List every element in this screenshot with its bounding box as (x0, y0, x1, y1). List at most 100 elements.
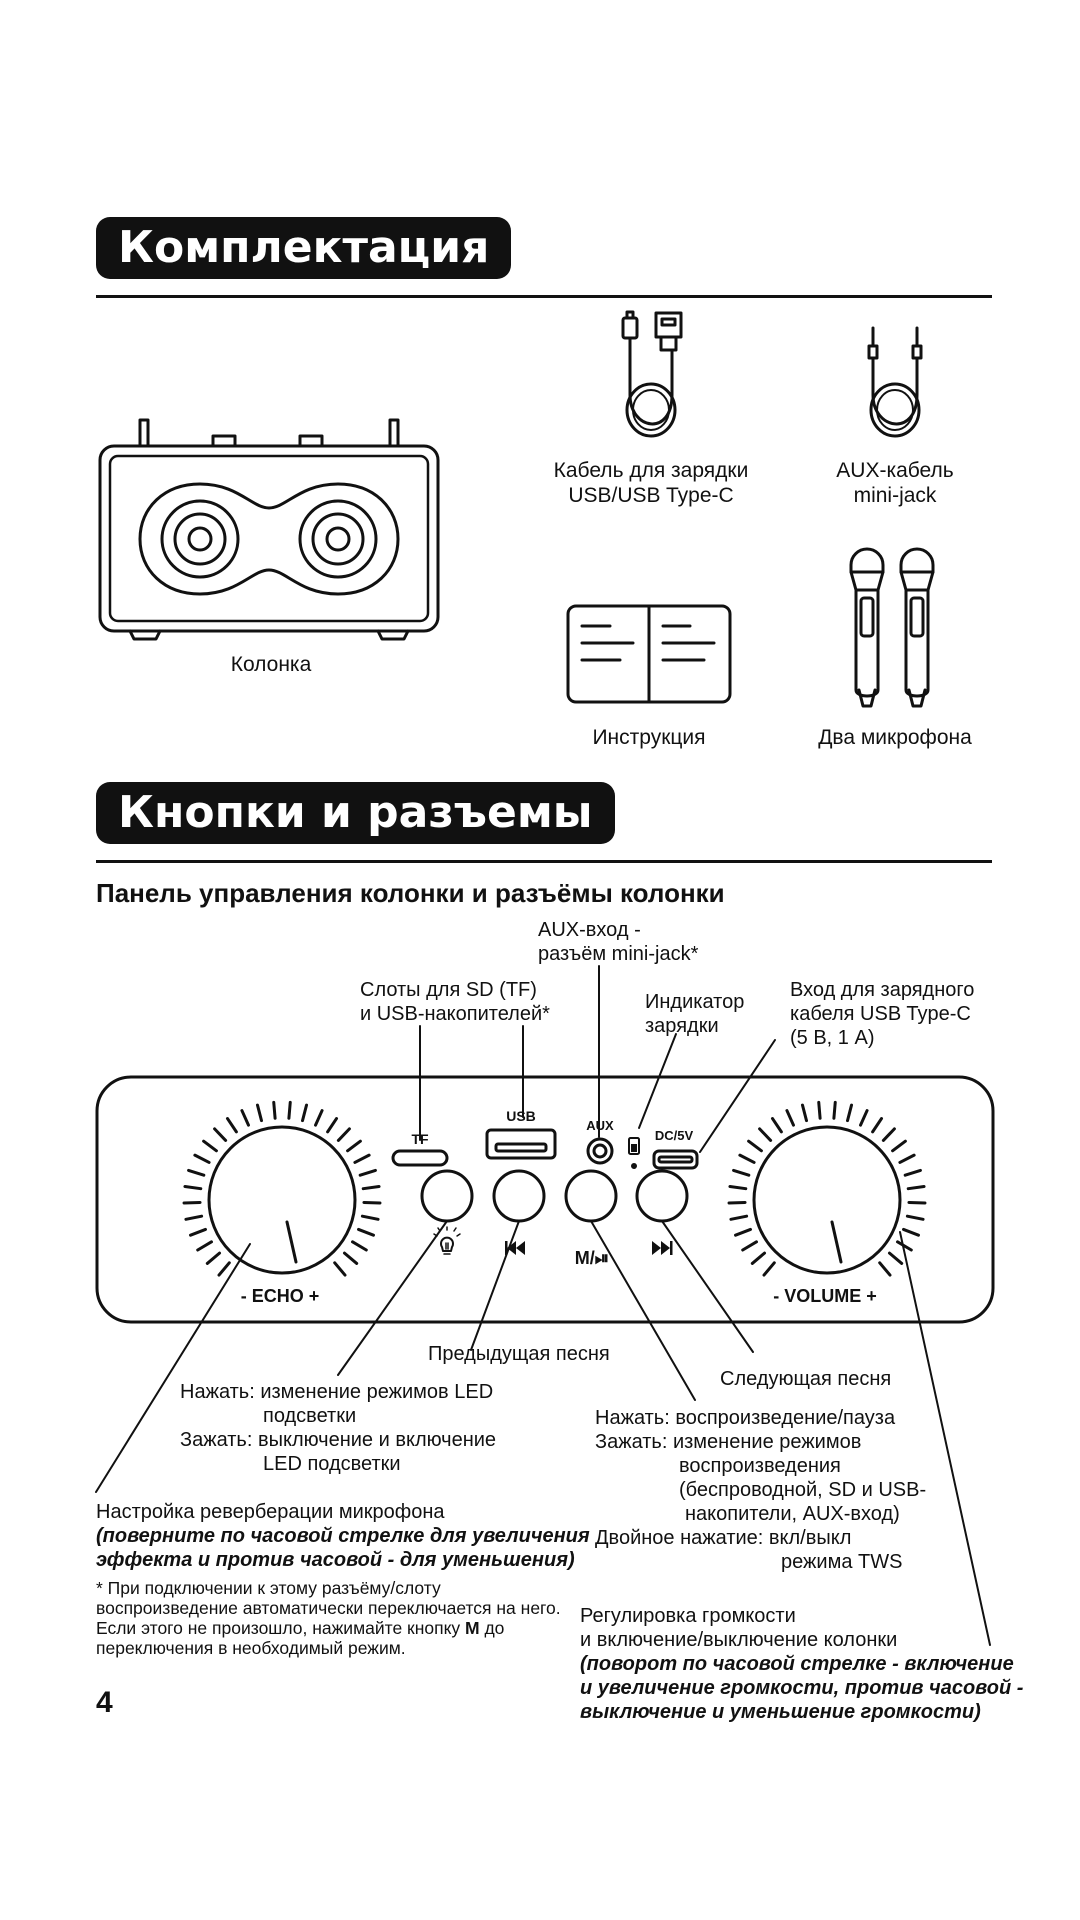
volume-knob (752, 1125, 902, 1275)
knob-tick (906, 1184, 926, 1191)
knob-tick (240, 1109, 250, 1127)
led-button (420, 1169, 474, 1223)
battery-icon (628, 1137, 640, 1155)
knob-tick (213, 1127, 228, 1142)
prev-button (492, 1169, 546, 1223)
knob-tick (361, 1184, 381, 1191)
knob-tick (193, 1153, 211, 1164)
echo-knob (207, 1125, 357, 1275)
tf-slot (391, 1149, 449, 1167)
volume-knob-indicator (830, 1220, 843, 1264)
callout-echo-note: (поверните по часовой стрелке для увелич… (96, 1525, 590, 1571)
caption-aux-cable: AUX-кабель mini-jack (836, 459, 954, 507)
microphones-illustration (849, 547, 935, 708)
knob-tick (859, 1109, 869, 1127)
knob-tick (225, 1117, 238, 1134)
knob-tick (903, 1168, 922, 1177)
knob-tick (729, 1214, 749, 1221)
battery-icon-fill (631, 1144, 637, 1152)
knob-tick (255, 1103, 263, 1123)
knob-tick (360, 1214, 380, 1221)
caption-speaker: Колонка (230, 653, 312, 676)
knob-tick (762, 1261, 776, 1277)
knob-tick (357, 1227, 375, 1237)
knob-tick (738, 1153, 756, 1164)
knob-tick (287, 1100, 292, 1120)
knob-tick (741, 1240, 758, 1252)
knob-tick (747, 1139, 763, 1153)
knob-tick (333, 1261, 347, 1277)
callout-volume: Регулировка громкости и включение/выключ… (580, 1605, 898, 1651)
speaker-illustration (98, 418, 440, 641)
play-label: M/⏯ (575, 1248, 609, 1268)
caption-usb-cable: Кабель для зарядки USB/USB Type-C (553, 459, 749, 507)
knob-tick (832, 1100, 837, 1120)
knob-tick (346, 1139, 362, 1153)
callout-prev-song: Предыдущая песня (428, 1343, 610, 1365)
knob-tick (326, 1117, 339, 1134)
callout-echo: Настройка реверберации микрофона (96, 1501, 445, 1523)
knob-tick (887, 1251, 904, 1265)
knob-tick (770, 1117, 783, 1134)
panel-subtitle: Панель управления колонки и разъёмы коло… (96, 878, 725, 908)
knob-tick (898, 1153, 916, 1164)
knob-tick (750, 1251, 767, 1265)
callout-next-song: Следующая песня (720, 1368, 892, 1390)
echo-label: - ECHO + (241, 1286, 320, 1306)
dc-port (652, 1149, 699, 1170)
caption-mics: Два микрофона (818, 726, 972, 749)
callout-charge-input: Вход для зарядного кабеля USB Type-C (5 … (790, 979, 975, 1049)
knob-tick (314, 1109, 324, 1127)
knob-tick (905, 1214, 925, 1221)
knob-tick (728, 1184, 748, 1191)
knob-tick (891, 1139, 907, 1153)
knob-tick (785, 1109, 795, 1127)
callout-play: Нажать: воспроизведение/пауза Зажать: из… (595, 1407, 927, 1573)
callout-volume-note: (поворот по часовой стрелке - включение … (580, 1653, 1024, 1723)
volume-knob-ticks (727, 1100, 927, 1277)
leader-lines (95, 965, 991, 1646)
knob-tick (336, 1127, 351, 1142)
knob-tick (800, 1103, 808, 1123)
knob-tick (732, 1168, 751, 1177)
charge-indicator-led (631, 1163, 637, 1169)
section-divider-kit (96, 295, 992, 298)
callout-aux-in: AUX-вход - разъём mini-jack* (538, 919, 699, 965)
knob-tick (758, 1127, 773, 1142)
section-title-buttons: Кнопки и разъемы (96, 782, 615, 844)
knob-tick (817, 1100, 822, 1120)
next-button (635, 1169, 689, 1223)
knob-tick (301, 1103, 309, 1123)
knob-tick (196, 1240, 213, 1252)
knob-tick (846, 1103, 854, 1123)
manual-illustration (566, 604, 732, 704)
usb-port-inner (494, 1142, 548, 1153)
knob-tick (353, 1153, 371, 1164)
callout-slots: Слоты для SD (TF) и USB-накопителей* (360, 979, 550, 1025)
knob-tick (342, 1251, 359, 1265)
usb-cable-illustration (621, 310, 683, 438)
knob-tick (734, 1227, 752, 1237)
echo-knob-indicator (285, 1220, 298, 1264)
aux-label: AUX (586, 1118, 614, 1133)
prev-icon (507, 1241, 525, 1255)
callout-led: Нажать: изменение режимов LED подсветки … (180, 1381, 497, 1475)
aux-cable-illustration (867, 326, 923, 438)
control-panel-illustration (95, 1075, 995, 1324)
echo-knob-ticks (182, 1100, 382, 1277)
play-button (564, 1169, 618, 1223)
knob-tick (902, 1227, 920, 1237)
knob-tick (272, 1100, 277, 1120)
dc-label: DC/5V (655, 1128, 694, 1143)
knob-tick (202, 1139, 218, 1153)
knob-tick (358, 1168, 377, 1177)
usb-port (485, 1128, 557, 1160)
knob-tick (217, 1261, 231, 1277)
knob-tick (878, 1261, 892, 1277)
knob-tick (896, 1240, 913, 1252)
knob-tick (351, 1240, 368, 1252)
caption-manual: Инструкция (592, 726, 706, 749)
usb-label: USB (506, 1108, 536, 1124)
callout-charge-indicator: Индикатор зарядки (645, 991, 745, 1037)
